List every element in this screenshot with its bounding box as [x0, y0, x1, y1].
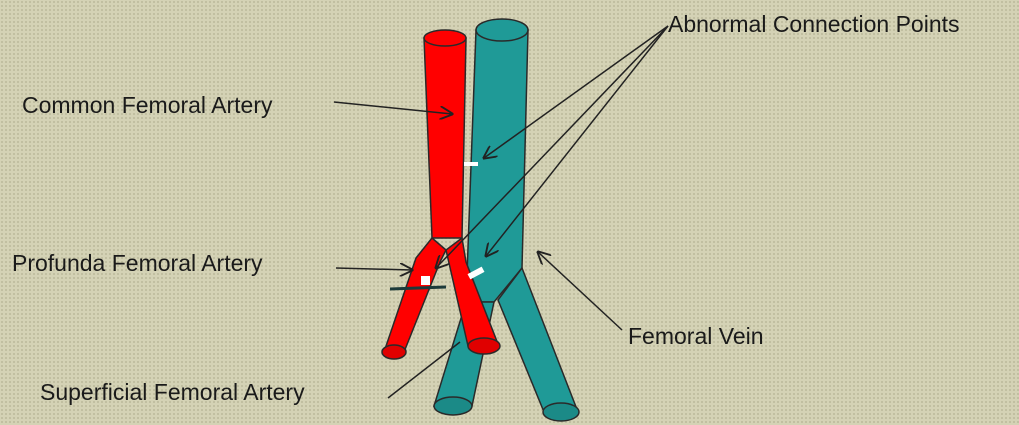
label-abnormal-connection-points: Abnormal Connection Points: [668, 13, 960, 36]
ligature-line: [390, 287, 446, 289]
label-superficial-femoral-artery: Superficial Femoral Artery: [40, 381, 305, 404]
label-profunda-femoral-artery: Profunda Femoral Artery: [12, 252, 263, 275]
connection-marker-upper: [464, 162, 478, 166]
label-common-femoral-artery: Common Femoral Artery: [22, 94, 273, 117]
label-femoral-vein: Femoral Vein: [628, 325, 764, 348]
connection-marker-profunda: [421, 276, 430, 285]
